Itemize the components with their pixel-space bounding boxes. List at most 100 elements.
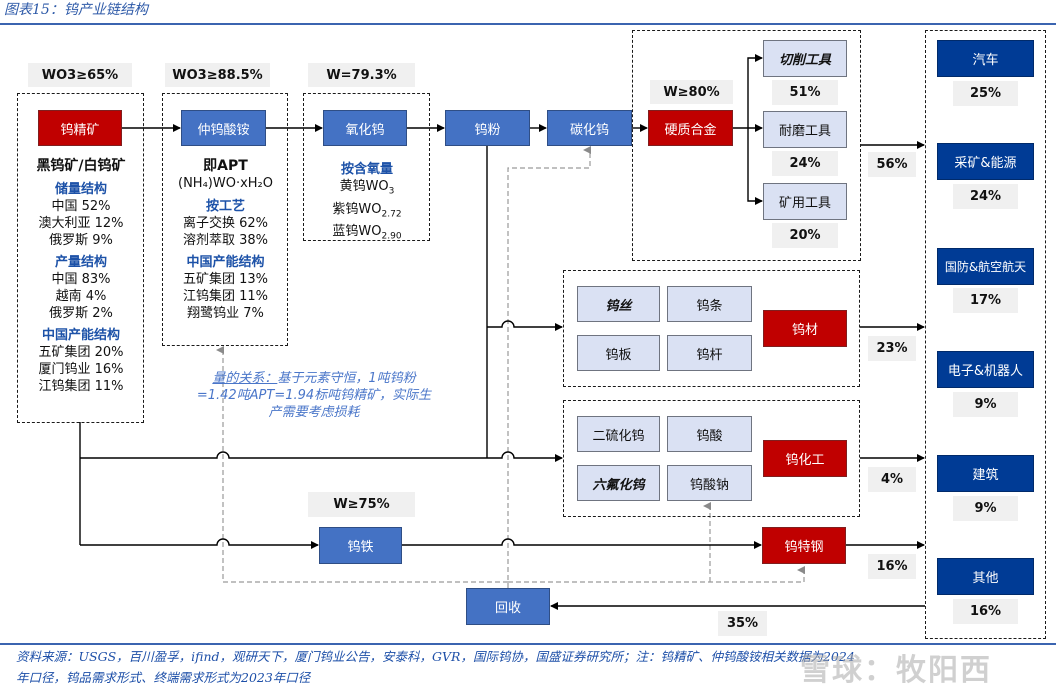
node-oxide[interactable]: 氧化钨 (323, 110, 407, 146)
note-lead: 量的关系： (212, 371, 278, 386)
end-use-share: 16% (953, 599, 1018, 624)
end-use-construction[interactable]: 建筑 (937, 455, 1034, 492)
ferro-grade-label: W≥75% (308, 492, 415, 517)
chemical-product[interactable]: 钨酸 (667, 416, 752, 452)
reserves-item: 俄罗斯 9% (49, 233, 113, 248)
production-item: 越南 4% (55, 289, 107, 304)
end-use-share: 9% (953, 496, 1018, 521)
chemical-product[interactable]: 六氟化钨 (577, 465, 660, 501)
chemical-product[interactable]: 钨酸钠 (667, 465, 752, 501)
end-use-share: 24% (953, 184, 1018, 209)
oxide-item: 紫钨WO2.72 (332, 201, 402, 220)
ore-panel: 黑钨矿/白钨矿 储量结构 中国 52% 澳大利亚 12% 俄罗斯 9% 产量结构… (18, 158, 144, 395)
arrow-powder-material (487, 320, 563, 331)
footer-line: 年口径，钨品需求形式、终端需求形式为2023年口径 (16, 670, 311, 685)
node-ore[interactable]: 钨精矿 (38, 110, 122, 146)
alloy-group (632, 30, 861, 261)
tool-mining[interactable]: 矿用工具 (763, 183, 847, 220)
end-use-share: 17% (953, 288, 1018, 313)
material-product[interactable]: 钨丝 (577, 286, 660, 322)
arrow-ore-ferro (80, 538, 319, 549)
tool-cutting-share: 51% (772, 80, 838, 105)
node-recycle[interactable]: 回收 (466, 588, 550, 625)
apt-capacity-title: 中国产能结构 (186, 255, 265, 270)
apt-capacity-item: 江钨集团 11% (182, 289, 269, 304)
watermark: 雪球：牧阳西 (800, 653, 992, 688)
end-use-mining-energy[interactable]: 采矿&能源 (937, 143, 1034, 180)
alloy-grade-label: W≥80% (650, 80, 733, 104)
source-footer: 资料来源：USGS，百川盈孚，ifind，观研天下，厦门钨业公告，安泰科，GVR… (16, 646, 1056, 688)
share-chemical: 4% (868, 467, 916, 492)
ore-group (17, 93, 144, 423)
end-use-group (925, 30, 1046, 639)
recycle-path-to-apt (216, 346, 508, 583)
oxide-title: 按含氧量 (340, 162, 393, 177)
process-item: 溶剂萃取 38% (182, 233, 269, 248)
oxide-item: 黄钨WO3 (339, 179, 395, 197)
end-use-electronics-robotics[interactable]: 电子&机器人 (937, 351, 1034, 388)
oxide-grade-label: W=79.3% (308, 63, 415, 87)
ore-capacity-title: 中国产能结构 (41, 328, 120, 343)
ore-heading: 黑钨矿/白钨矿 (36, 158, 126, 174)
oxide-panel: 按含氧量 黄钨WO3 紫钨WO2.72 蓝钨WO2.90 (304, 161, 430, 246)
share-special-steel: 16% (868, 554, 916, 579)
reserves-title: 储量结构 (54, 182, 107, 197)
note-body: 基于元素守恒，1吨钨粉=1.42吨APT=1.94标吨钨精矿，实际生产需要考虑损… (196, 371, 432, 420)
end-use-share: 25% (953, 81, 1018, 106)
apt-formula: (NH₄)WO·xH₂O (178, 176, 273, 191)
apt-capacity-item: 五矿集团 13% (182, 272, 269, 287)
chemical-product[interactable]: 二硫化钨 (577, 416, 660, 452)
apt-panel: 即APT (NH₄)WO·xH₂O 按工艺 离子交换 62% 溶剂萃取 38% … (163, 158, 288, 322)
tool-cutting[interactable]: 切削工具 (763, 40, 847, 77)
tool-mining-share: 20% (772, 223, 838, 248)
node-carbide[interactable]: 碳化钨 (547, 110, 632, 146)
material-group (563, 270, 860, 387)
apt-heading: 即APT (203, 158, 248, 174)
node-special-steel[interactable]: 钨特钢 (762, 527, 846, 564)
node-powder[interactable]: 钨粉 (445, 110, 530, 146)
reserves-item: 澳大利亚 12% (38, 216, 124, 231)
ore-capacity-item: 江钨集团 11% (38, 379, 124, 394)
tool-wear[interactable]: 耐磨工具 (763, 111, 847, 148)
process-title: 按工艺 (205, 199, 245, 214)
footer-rule (0, 643, 1056, 645)
arrow-ore-chemical (80, 451, 563, 462)
process-item: 离子交换 62% (182, 216, 269, 231)
chemical-group (563, 400, 860, 517)
material-product[interactable]: 钨条 (667, 286, 752, 322)
end-use-share: 9% (953, 392, 1018, 417)
production-item: 俄罗斯 2% (49, 306, 113, 321)
node-apt[interactable]: 仲钨酸铵 (181, 110, 266, 146)
recycle-path-to-steel (508, 566, 805, 583)
arrow-alloy-cutting (747, 54, 763, 128)
title-rule (0, 23, 1056, 25)
end-use-other[interactable]: 其他 (937, 558, 1034, 595)
apt-group (162, 93, 288, 346)
node-material[interactable]: 钨材 (763, 310, 847, 347)
arrow-alloy-mining (747, 128, 763, 205)
production-item: 中国 83% (51, 272, 111, 287)
ore-capacity-item: 厦门钨业 16% (38, 362, 124, 377)
node-alloy[interactable]: 硬质合金 (648, 110, 733, 146)
recycle-path-to-carbide (507, 146, 591, 588)
ore-capacity-item: 五矿集团 20% (38, 345, 124, 360)
oxide-item: 蓝钨WO2.90 (332, 224, 402, 242)
share-alloy: 56% (868, 152, 916, 177)
material-product[interactable]: 钨杆 (667, 335, 752, 371)
share-recycle: 35% (718, 611, 767, 636)
tool-wear-share: 24% (772, 151, 838, 176)
node-chemical[interactable]: 钨化工 (763, 440, 847, 477)
arrow-ferro-steel (402, 538, 762, 549)
end-use-automotive[interactable]: 汽车 (937, 40, 1034, 77)
end-use-defense-aerospace[interactable]: 国防&航空航天 (937, 248, 1034, 285)
production-title: 产量结构 (54, 255, 107, 270)
reserves-item: 中国 52% (51, 199, 111, 214)
apt-grade-label: WO3≥88.5% (165, 63, 270, 87)
oxide-group (303, 93, 430, 241)
footer-line: 资料来源：USGS，百川盈孚，ifind，观研天下，厦门钨业公告，安泰科，GVR… (16, 649, 855, 664)
share-material: 23% (868, 336, 916, 361)
node-ferro[interactable]: 钨铁 (319, 527, 402, 564)
material-product[interactable]: 钨板 (577, 335, 660, 371)
apt-capacity-item: 翔鹭钨业 7% (187, 306, 264, 321)
